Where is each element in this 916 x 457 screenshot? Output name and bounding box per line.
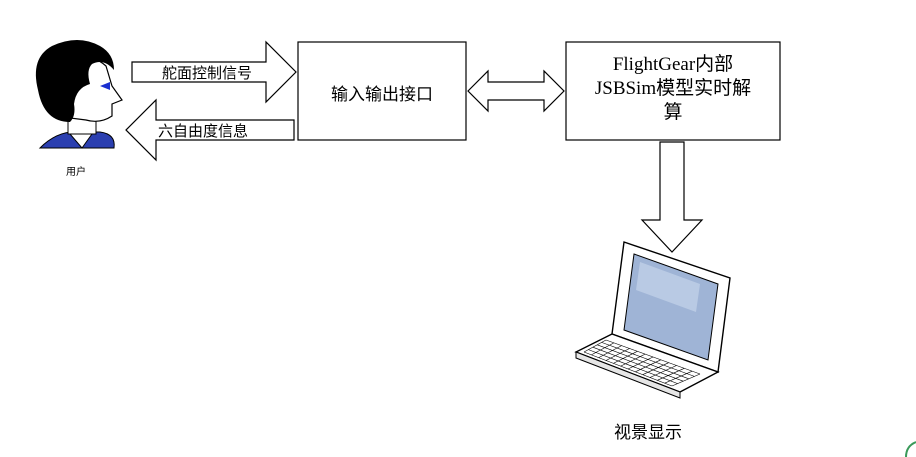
laptop-key-col-line bbox=[598, 345, 622, 358]
io-interface-label: 输入输出接口 bbox=[331, 85, 433, 105]
user-hair bbox=[35, 40, 114, 122]
laptop-key-col-line bbox=[583, 339, 607, 353]
corner-logo-fragment bbox=[905, 441, 916, 457]
io-interface-box bbox=[297, 41, 467, 141]
laptop-key-col-line bbox=[613, 351, 638, 364]
user-label: 用户 bbox=[66, 167, 86, 178]
control-signal-label: 舵面控制信号 bbox=[162, 64, 253, 82]
laptop-key-col-line bbox=[649, 365, 677, 378]
dof-info-label: 六自由度信息 bbox=[158, 122, 249, 140]
flightgear-label-line3: 算 bbox=[663, 102, 683, 123]
laptop-key-col-line bbox=[627, 356, 654, 370]
flightgear-box bbox=[565, 41, 781, 141]
laptop-key-col-line bbox=[642, 362, 669, 375]
user-avatar-icon bbox=[35, 40, 123, 149]
laptop-key-col-line bbox=[635, 359, 661, 373]
laptop-key-col-line bbox=[671, 373, 701, 387]
laptop-key-col-line bbox=[620, 353, 646, 367]
laptop-key-col-line bbox=[657, 368, 685, 381]
laptop-key-col-line bbox=[664, 370, 693, 384]
control-signal-arrow bbox=[131, 40, 297, 104]
dof-info-arrow bbox=[125, 98, 295, 162]
laptop-key-col-line bbox=[605, 348, 630, 361]
display-label: 视景显示 bbox=[614, 423, 682, 443]
display-output-arrow bbox=[640, 141, 704, 253]
flightgear-label-line1: FlightGear内部 bbox=[612, 54, 734, 75]
user-eye bbox=[100, 82, 110, 90]
bidirectional-arrow bbox=[467, 69, 565, 113]
flightgear-label: FlightGear内部 JSBSim模型实时解 算 bbox=[566, 53, 780, 125]
flightgear-label-line2: JSBSim模型实时解 bbox=[594, 78, 752, 99]
laptop-key-col-line bbox=[591, 342, 614, 356]
laptop-icon bbox=[574, 241, 731, 399]
